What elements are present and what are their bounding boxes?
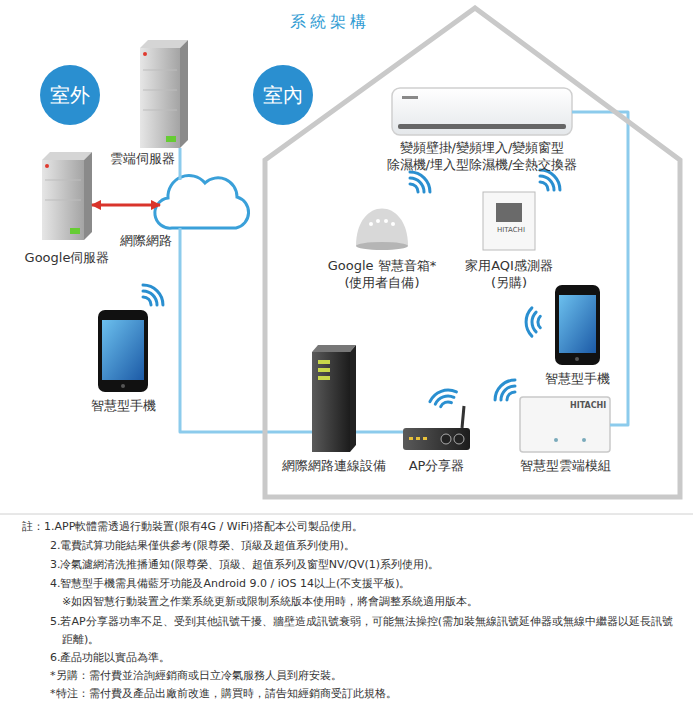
house-outline [265, 8, 680, 497]
device-label: 智慧型手機 [91, 398, 156, 415]
phone-icon [98, 310, 148, 392]
device-label: 智慧型雲端模組 [520, 458, 611, 475]
footnote: 註：1.APP軟體需透過行動裝置(限有4G / WiFi)搭配本公司製品使用。 [22, 520, 363, 533]
ap-router-icon [403, 406, 470, 450]
diagram-title: 系統架構 [0, 12, 660, 33]
brand-mark: HITACHI [570, 401, 606, 411]
device-label: 網際網路 [120, 233, 172, 250]
device-icon: 網際網路連線設備 [312, 345, 356, 452]
cloud-module-icon [520, 397, 610, 452]
network-link [179, 148, 182, 180]
network-device-icon [312, 345, 356, 452]
air-conditioner-icon [392, 88, 572, 135]
smart-speaker-icon [356, 209, 408, 251]
region-label: 室內 [253, 65, 313, 125]
device-label: AP分享器 [409, 458, 465, 475]
footnote: 3.冷氣濾網清洗推播通知(限尊榮、頂級、超值系列及窗型NV/QV(1)系列使用)… [50, 558, 439, 571]
device-label: 變頻壁掛/變頻埋入/變頻窗型 除濕機/埋入型除濕機/全熱交換器 [380, 140, 585, 174]
region-badge: 室外 [40, 65, 100, 125]
device-label: Google伺服器 [25, 250, 110, 267]
footnote: *特注：需付費及產品出廠前改進，購買時，請告知經銷商受訂此規格。 [50, 687, 397, 700]
cloud-icon [155, 176, 249, 229]
footnote: 2.電費試算功能結果僅供參考(限尊榮、頂級及超值系列使用)。 [50, 539, 355, 552]
footnote: 5.若AP分享器功率不足、受到其他訊號干擾、牆壁造成訊號衰弱，可能無法操控(需加… [50, 613, 675, 649]
google-server-icon [42, 152, 92, 240]
footnote: 4.智慧型手機需具備藍牙功能及Android 9.0 / iOS 14以上(不支… [50, 577, 411, 590]
data-exchange-arrow [92, 204, 160, 207]
wifi-signals [137, 166, 564, 410]
indoor-house: 室內變頻壁掛/變頻埋入/變頻窗型 除濕機/埋入型除濕機/全熱交換器Google … [255, 5, 687, 502]
device-icon: Google伺服器 [42, 152, 92, 240]
device-label: 家用AQI感測器 (另購) [454, 258, 564, 292]
device-icon: 變頻壁掛/變頻埋入/變頻窗型 除濕機/埋入型除濕機/全熱交換器 [392, 88, 572, 135]
device-label: 網際網路連線設備 [282, 458, 386, 475]
aqi-sensor-icon [483, 192, 535, 250]
device-icon: 雲端伺服器 [140, 40, 188, 148]
device-label: 雲端伺服器 [110, 151, 175, 168]
device-icon: 智慧型手機 [98, 310, 148, 392]
device-label: Google 智慧音箱* (使用者自備) [322, 258, 442, 292]
device-icon: 智慧型手機 [555, 285, 600, 365]
footnote: ※如因智慧行動裝置之作業系統更新或限制系統版本使用時，將會調整系統適用版本。 [62, 595, 478, 608]
footnote: *另購：需付費並洽詢經銷商或日立冷氣服務人員到府安裝。 [50, 669, 342, 682]
device-icon: AP分享器 [403, 418, 470, 452]
device-icon: Google 智慧音箱* (使用者自備) [354, 195, 410, 250]
device-label: 智慧型手機 [545, 371, 610, 388]
house-outline [255, 5, 687, 502]
cloud-server-icon [140, 40, 188, 148]
network-link [356, 431, 403, 434]
brand-mark: HITACHI [497, 226, 525, 234]
device-icon: 網際網路 [160, 180, 245, 228]
region-label: 室外 [40, 65, 100, 125]
phone-icon [555, 285, 600, 365]
network-link [180, 228, 312, 432]
notes-separator [0, 514, 693, 515]
footnote: 6.產品功能以實品為準。 [50, 651, 171, 664]
device-icon: 家用AQI感測器 (另購) [483, 192, 535, 250]
